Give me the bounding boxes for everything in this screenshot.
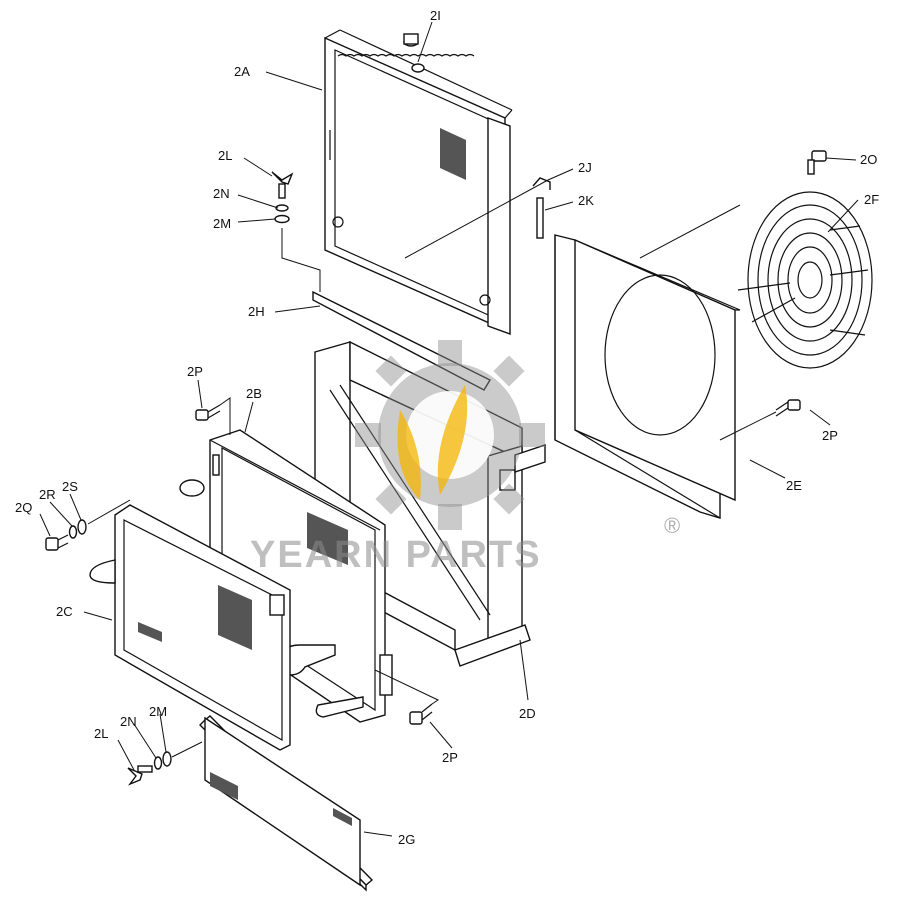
part-2p-bolt-left (195, 404, 221, 421)
label-2d: 2D (519, 706, 536, 721)
watermark-logo (355, 340, 545, 530)
label-2s: 2S (62, 479, 78, 494)
part-2g-cover-panel (199, 715, 374, 892)
leader-lines (39, 21, 859, 837)
label-2p-left: 2P (187, 364, 203, 379)
label-2o: 2O (860, 152, 877, 167)
part-2n-washer-bottom (153, 756, 163, 770)
label-2p-right: 2P (822, 428, 838, 443)
part-2l-wing-bolt-top (271, 171, 294, 199)
label-2h: 2H (248, 304, 265, 319)
label-2e: 2E (786, 478, 802, 493)
label-2g: 2G (398, 832, 415, 847)
label-2m-bottom: 2M (149, 704, 167, 719)
label-2b: 2B (246, 386, 262, 401)
part-labels: 2A 2I 2L 2N 2M 2J 2K 2O 2F 2H 2P 2B 2P 2… (15, 8, 879, 847)
part-2h-bracket (312, 290, 491, 391)
part-2c-radiator (89, 504, 291, 751)
label-2l-bottom: 2L (94, 726, 108, 741)
part-2l-wing-bolt-bottom (127, 765, 153, 786)
part-2p-bolt-right (775, 399, 801, 417)
part-2e-fan-shroud (554, 234, 741, 519)
label-2f: 2F (864, 192, 879, 207)
label-2a: 2A (234, 64, 250, 79)
label-2p-bottom: 2P (442, 750, 458, 765)
label-2n-bottom: 2N (120, 714, 137, 729)
label-2n-top: 2N (213, 186, 230, 201)
watermark-text: YEARN PARTS (250, 534, 542, 576)
part-2m-washer-top (274, 214, 290, 224)
label-2l-top: 2L (218, 148, 232, 163)
part-2k-pin (536, 197, 544, 239)
part-2r-washer (68, 525, 78, 539)
label-2k: 2K (578, 193, 594, 208)
part-2m-washer-bottom (162, 751, 172, 767)
label-2i: 2I (430, 8, 441, 23)
label-2j: 2J (578, 160, 592, 175)
part-2o-bolt (807, 150, 827, 175)
label-2r: 2R (39, 487, 56, 502)
part-2p-bolt-bottom (409, 703, 433, 725)
part-2f-fan-guard (737, 191, 873, 369)
label-2q: 2Q (15, 500, 32, 515)
part-2q-bolt (45, 534, 69, 551)
label-2c: 2C (56, 604, 73, 619)
watermark-registered-mark: ® (664, 513, 680, 538)
part-2a-radiator (324, 29, 513, 335)
label-2m-top: 2M (213, 216, 231, 231)
part-2n-washer-top (275, 204, 289, 212)
part-2s-washer (77, 519, 87, 535)
